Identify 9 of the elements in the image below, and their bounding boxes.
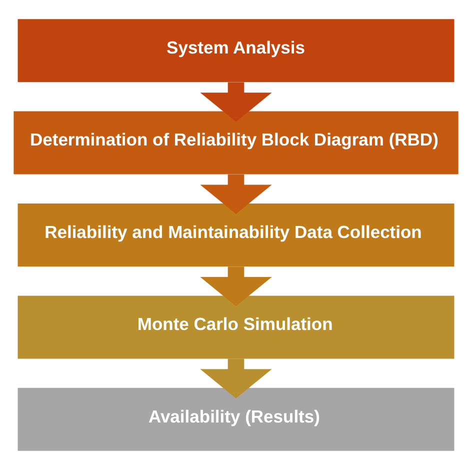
node-box: Determination of Reliability Block Diagram (RBD) bbox=[13, 111, 458, 174]
arrow bbox=[200, 174, 272, 214]
node-box: System Analysis bbox=[17, 19, 454, 82]
node-box: Reliability and Maintainability Data Collection bbox=[17, 204, 454, 266]
node-box: Monte Carlo Simulation bbox=[17, 296, 454, 359]
arrow bbox=[200, 266, 272, 306]
node-box: Availability (Results) bbox=[17, 388, 454, 451]
arrow bbox=[200, 82, 272, 122]
arrow bbox=[200, 358, 272, 398]
